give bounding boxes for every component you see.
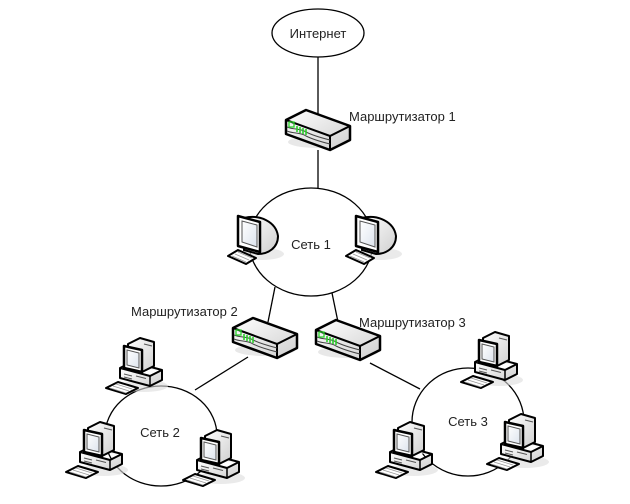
computer-icon[interactable] [64, 420, 130, 480]
router-2-label: Маршрутизатор 2 [131, 304, 238, 319]
network-3-computers [374, 330, 551, 480]
router-icon [284, 108, 352, 152]
computer-icon[interactable] [344, 214, 404, 266]
network-3-label: Сеть 3 [448, 414, 488, 429]
internet-node: Интернет [271, 8, 365, 58]
link-network1-router3 [331, 292, 339, 323]
computer-icon[interactable] [459, 330, 525, 390]
router-2[interactable]: Маршрутизатор 2 [131, 304, 299, 360]
connections [194, 57, 421, 391]
network-2-label: Сеть 2 [140, 425, 180, 440]
router-3[interactable]: Маршрутизатор 3 [314, 315, 466, 362]
internet-label: Интернет [290, 26, 347, 41]
link-router2-network2 [194, 356, 249, 391]
computer-icon[interactable] [226, 214, 286, 266]
computer-icon[interactable] [104, 336, 170, 396]
router-3-label: Маршрутизатор 3 [359, 315, 466, 330]
internet-ellipse [271, 8, 365, 58]
router-1-label: Маршрутизатор 1 [349, 109, 456, 124]
link-network1-router2 [267, 286, 276, 323]
computer-icon[interactable] [374, 420, 440, 480]
router-icon [231, 316, 299, 360]
network-2-computers [64, 336, 247, 488]
link-router3-network3 [369, 362, 421, 390]
computer-icon[interactable] [181, 428, 247, 488]
router-1[interactable]: Маршрутизатор 1 [284, 108, 456, 152]
network-1-label: Сеть 1 [291, 237, 331, 252]
computer-icon[interactable] [485, 412, 551, 472]
